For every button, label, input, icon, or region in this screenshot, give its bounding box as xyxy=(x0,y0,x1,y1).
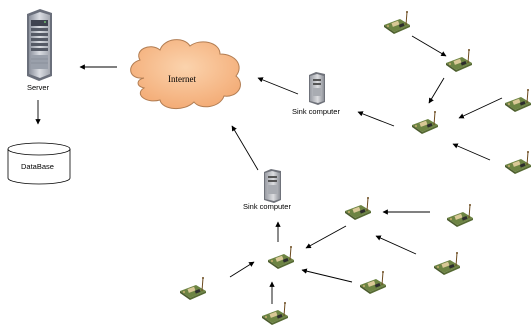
arrow-node-to-node-left xyxy=(305,225,347,249)
sensor-node-icon xyxy=(383,10,411,35)
sensor-node-icon xyxy=(446,203,474,228)
sensor-node-icon xyxy=(179,276,207,301)
sink-computer-bottom-label: Sink computer xyxy=(243,202,291,211)
internet-label: Internet xyxy=(168,74,196,84)
arrow-node-top-to-node xyxy=(411,35,447,57)
database-label: DataBase xyxy=(21,162,54,171)
arrow-bottom-node-to-node xyxy=(301,268,353,283)
sensor-node-icon xyxy=(261,301,289,326)
sensor-node-icon xyxy=(267,245,295,270)
arrow-node-to-sink-right xyxy=(357,111,395,127)
sensor-node-icon xyxy=(344,196,372,221)
arrow-right-node-to-hub xyxy=(458,97,503,119)
sensor-node-icon xyxy=(504,150,532,175)
tower-computer-icon xyxy=(264,169,281,203)
sensor-node-icon xyxy=(504,88,532,113)
tower-computer-icon xyxy=(309,72,325,105)
arrow-sink-right-to-internet xyxy=(257,77,299,95)
sensor-node-icon xyxy=(433,251,461,276)
sensor-node-icon xyxy=(445,48,473,73)
server-icon xyxy=(27,9,52,81)
arrow-node-to-hub xyxy=(428,77,445,104)
arrow-lower-right-node-to-hub xyxy=(452,143,491,161)
sensor-node-icon xyxy=(411,110,439,135)
sink-computer-right-label: Sink computer xyxy=(292,107,340,116)
arrow-left-node-to-node xyxy=(229,261,255,278)
database-icon xyxy=(7,142,71,185)
connection-arrows xyxy=(35,35,503,304)
arrow-lower-node-to-node xyxy=(375,235,417,255)
sensor-node-icon xyxy=(359,270,387,295)
arrow-sink-bottom-to-internet xyxy=(231,125,259,171)
cloud-icon xyxy=(130,39,241,109)
server-label: Server xyxy=(27,83,50,92)
